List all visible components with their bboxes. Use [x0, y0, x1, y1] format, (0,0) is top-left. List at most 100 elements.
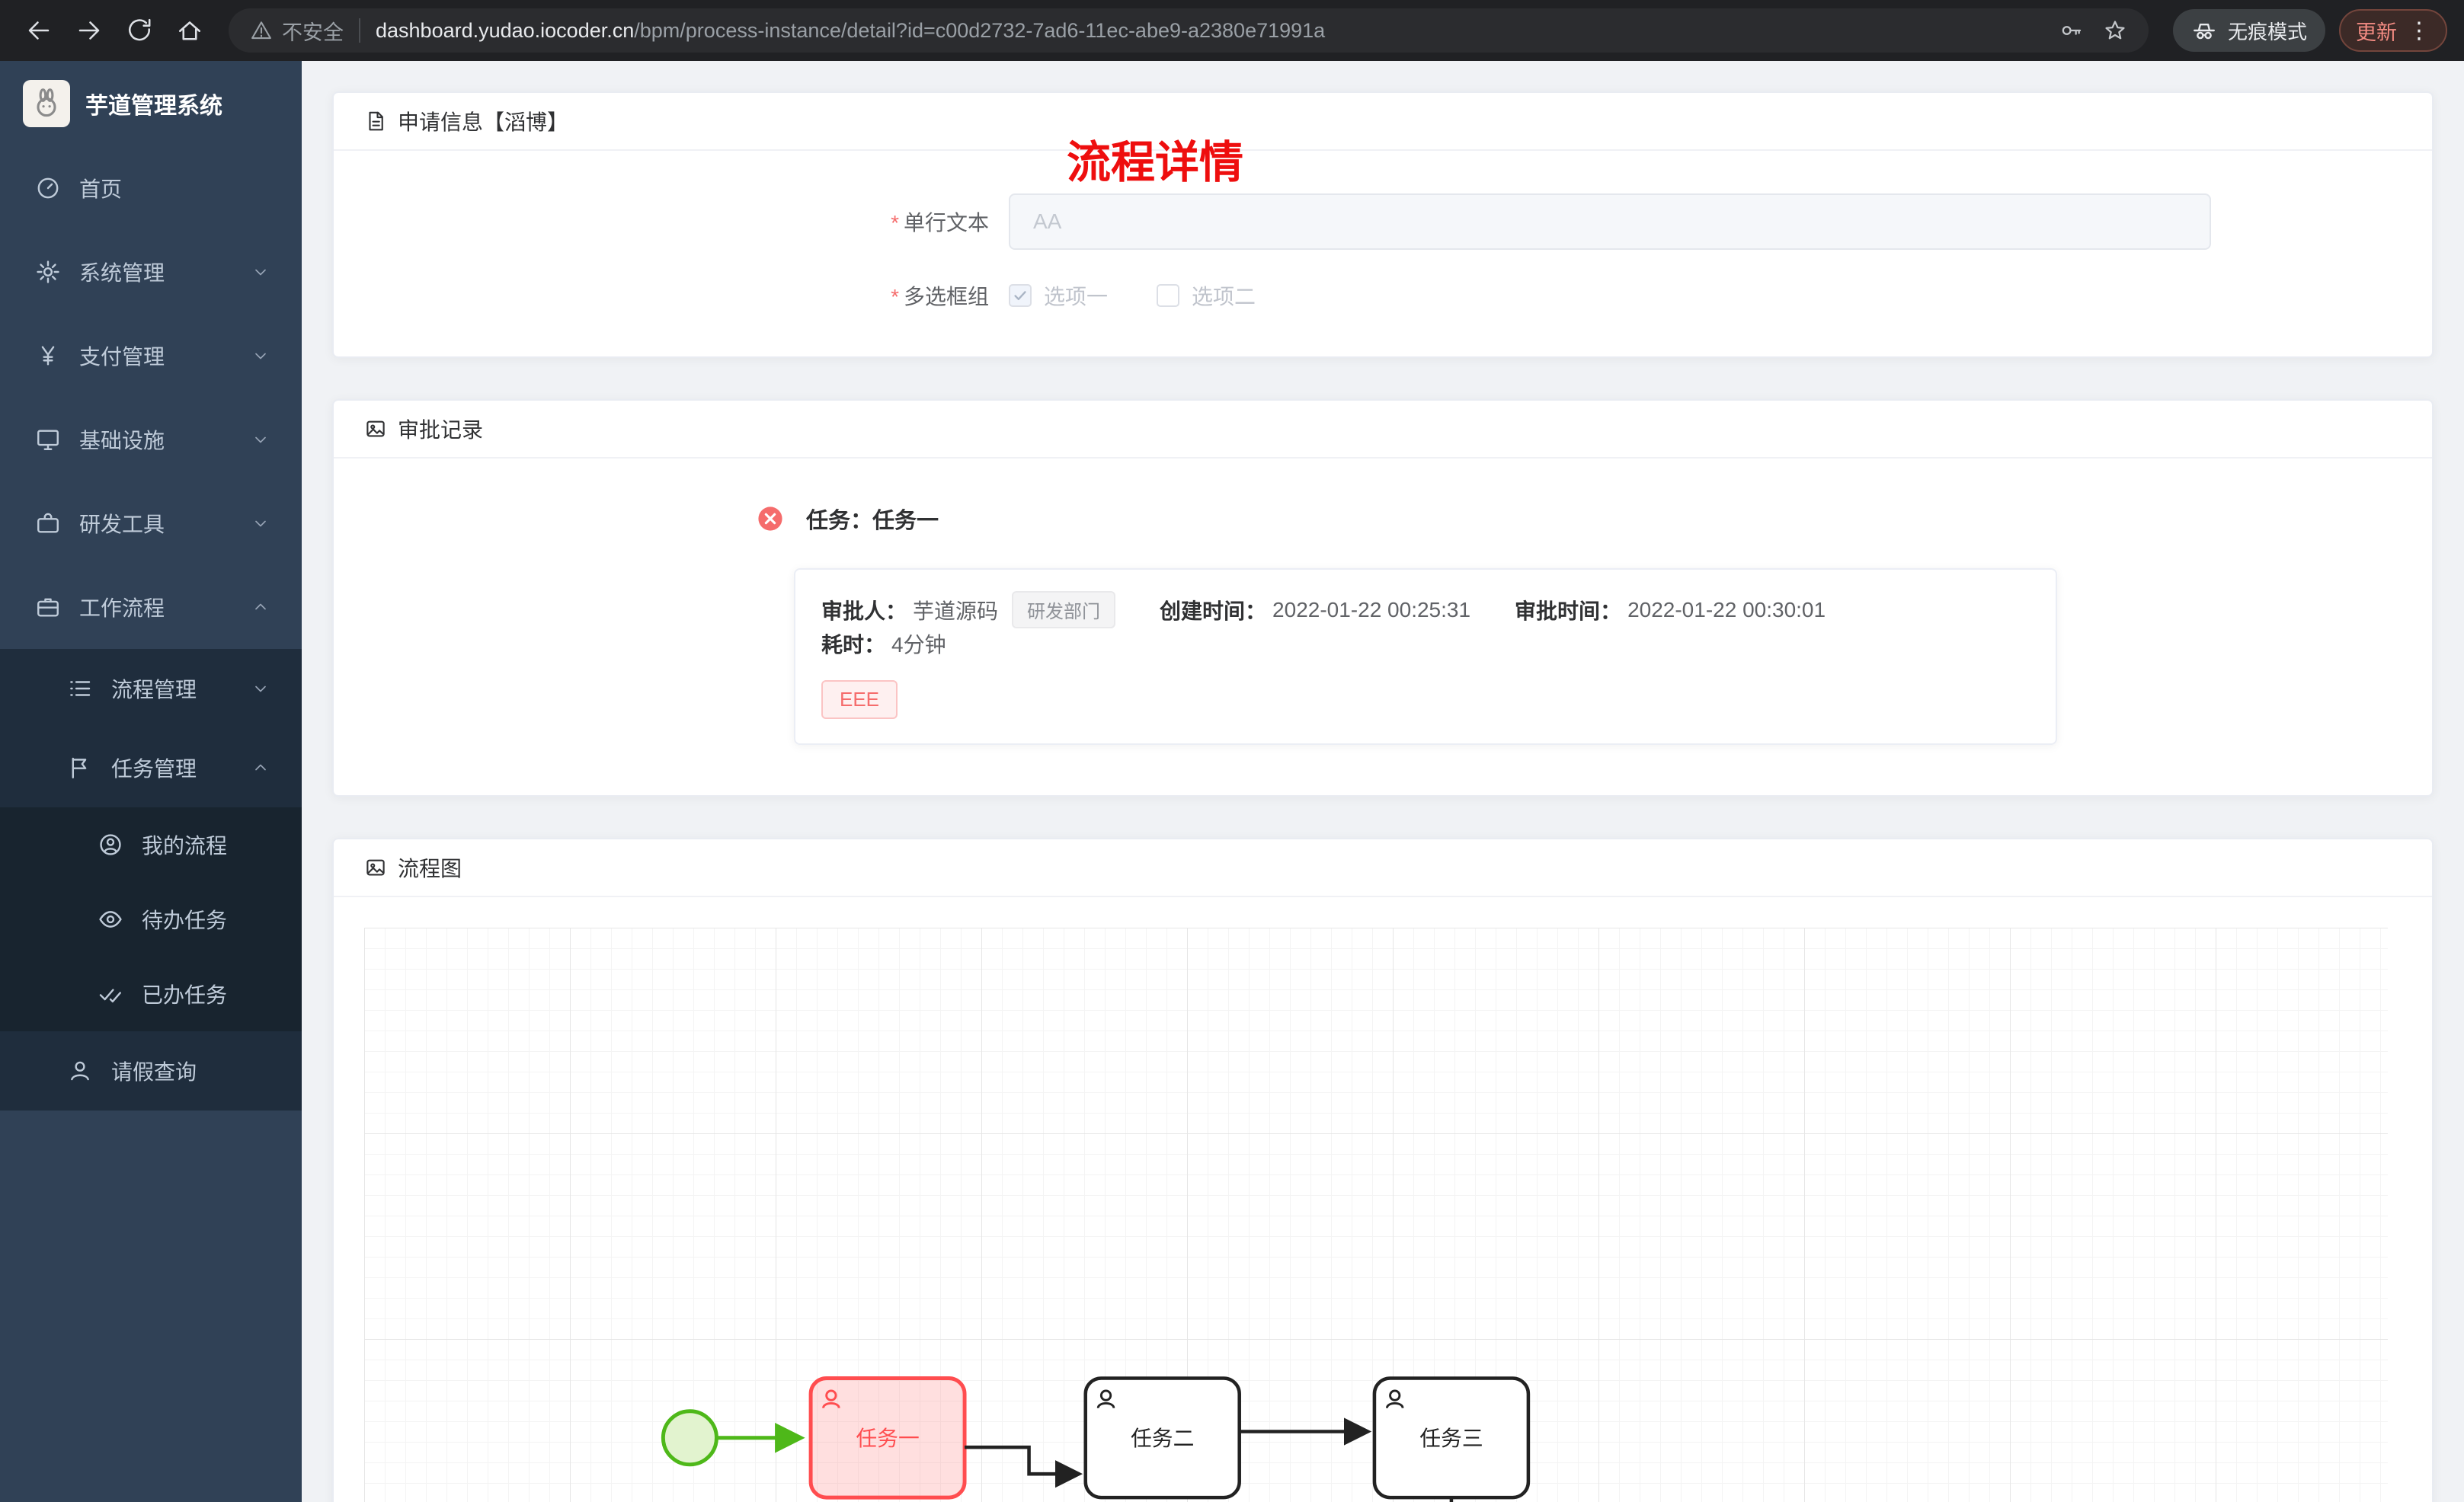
created-label: 创建时间： [1160, 599, 1267, 623]
password-key-icon[interactable] [2059, 18, 2083, 43]
single-line-text-input[interactable] [1009, 193, 2211, 250]
sidebar-item-system[interactable]: 系统管理 [0, 230, 302, 314]
checkbox-option-2[interactable]: 选项二 [1157, 280, 1256, 311]
incognito-label: 无痕模式 [2227, 20, 2307, 43]
bpmn-task-1[interactable]: 任务一 [808, 1376, 967, 1500]
sidebar-item-label: 任务管理 [111, 757, 197, 781]
approved-label: 审批时间： [1515, 599, 1622, 623]
chevron-up-icon [251, 598, 270, 616]
bpmn-canvas[interactable]: 任务一 任务二 [364, 928, 2388, 1502]
sidebar-item-devtools[interactable]: 研发工具 [0, 481, 302, 565]
sidebar-item-task-management[interactable]: 任务管理 [0, 728, 302, 807]
eye-icon [98, 906, 123, 932]
update-label: 更新 [2356, 21, 2397, 44]
process-diagram-card: 流程图 [332, 838, 2434, 1502]
browser-update-button[interactable]: 更新 ⋮ [2339, 9, 2447, 52]
sidebar-item-payment[interactable]: 支付管理 [0, 314, 302, 398]
apply-info-card: 申请信息【滔博】 *单行文本 *多选框组 [332, 91, 2434, 358]
sidebar-item-home[interactable]: 首页 [0, 146, 302, 230]
chevron-down-icon [251, 430, 270, 449]
checkbox-checked-icon [1009, 284, 1032, 307]
rejected-status-icon [758, 507, 782, 531]
security-chip[interactable]: 不安全 [250, 16, 344, 46]
approval-meta-line: 审批人： 芋道源码 研发部门 创建时间： 2022-01-22 00:25:31… [821, 591, 2030, 659]
required-asterisk: * [891, 211, 899, 235]
omnibox-divider [359, 18, 360, 43]
chevron-down-icon [251, 347, 270, 365]
home-button[interactable] [168, 8, 212, 53]
gear-icon [35, 259, 61, 285]
warning-icon [250, 19, 273, 42]
user-icon [67, 1058, 93, 1084]
url-domain: dashboard.yudao.iocoder.cn [376, 18, 635, 42]
checkbox-option-1[interactable]: 选项一 [1009, 280, 1108, 311]
checkbox-unchecked-icon [1157, 284, 1180, 307]
apply-info-card-title: 申请信息【滔博】 [398, 110, 569, 134]
browser-menu-dots-icon[interactable]: ⋮ [2408, 18, 2430, 43]
task-title: 任务：任务一 [806, 509, 939, 533]
approval-detail-box: 审批人： 芋道源码 研发部门 创建时间： 2022-01-22 00:25:31… [794, 568, 2057, 745]
workflow-submenu: 流程管理 任务管理 我的流程 待办任务 [0, 649, 302, 1111]
approval-record-card-title: 审批记录 [398, 418, 484, 442]
sidebar-item-leave-query[interactable]: 请假查询 [0, 1031, 302, 1111]
sidebar-item-todo-tasks[interactable]: 待办任务 [0, 882, 302, 957]
approver-group: 审批人： 芋道源码 研发部门 [821, 591, 1116, 628]
url-path: /bpm/process-instance/detail?id=c00d2732… [634, 18, 1326, 42]
bookmark-star-icon[interactable] [2103, 18, 2127, 43]
bpmn-task-2-label: 任务二 [1131, 1427, 1194, 1450]
user-circle-icon [98, 832, 123, 858]
approval-comment-tag: EEE [821, 680, 898, 719]
main-content: 流程详情 申请信息【滔博】 *单行文本 *多选框 [302, 61, 2464, 1502]
address-bar[interactable]: 不安全 dashboard.yudao.iocoder.cn/bpm/proce… [229, 8, 2149, 53]
sidebar-item-my-processes[interactable]: 我的流程 [0, 807, 302, 882]
process-diagram-card-title: 流程图 [398, 857, 462, 880]
incognito-spy-icon [2191, 18, 2217, 43]
checkbox-label: 选项一 [1044, 285, 1109, 308]
sidebar-item-infrastructure[interactable]: 基础设施 [0, 398, 302, 481]
bpmn-start-event[interactable] [661, 1409, 718, 1467]
chevron-up-icon [251, 759, 270, 777]
duration-value: 4分钟 [891, 633, 946, 657]
approved-time-group: 审批时间： 2022-01-22 00:30:01 [1515, 595, 1826, 625]
sidebar-item-done-tasks[interactable]: 已办任务 [0, 957, 302, 1031]
back-button[interactable] [17, 8, 61, 53]
forward-button[interactable] [67, 8, 111, 53]
approval-timeline: 任务：任务一 审批人： 芋道源码 研发部门 创建时间： 2022-01-22 0 [334, 459, 2432, 795]
sidebar-item-workflow[interactable]: 工作流程 [0, 565, 302, 649]
sidebar-item-process-management[interactable]: 流程管理 [0, 649, 302, 728]
list-icon [67, 676, 93, 701]
sidebar-item-label: 请假查询 [111, 1060, 197, 1084]
document-icon [364, 110, 387, 133]
bpmn-task-2[interactable]: 任务二 [1083, 1376, 1241, 1500]
chevron-down-icon [251, 263, 270, 281]
timeline-task-row: 任务：任务一 [757, 503, 2432, 535]
record-icon [364, 417, 387, 440]
approval-record-card-header: 审批记录 [334, 401, 2432, 459]
form-row-text: *单行文本 [334, 193, 2432, 250]
checkbox-group-label: *多选框组 [891, 285, 989, 308]
approved-time: 2022-01-22 00:30:01 [1627, 597, 1826, 622]
form-row-checkbox-group: *多选框组 选项一 选项二 [334, 280, 2432, 311]
duration-label: 耗时： [821, 633, 886, 657]
sidebar-item-label: 工作流程 [79, 596, 165, 620]
process-diagram-card-header: 流程图 [334, 839, 2432, 897]
sidebar-item-label: 待办任务 [142, 909, 228, 932]
approver-name: 芋道源码 [913, 599, 999, 623]
sidebar-item-label: 支付管理 [79, 345, 165, 369]
bpmn-diagram: 任务一 任务二 [661, 1376, 1531, 1502]
sidebar-item-label: 基础设施 [79, 429, 165, 452]
bpmn-flow-task1-to-task2 [965, 1445, 1083, 1488]
app-title: 芋道管理系统 [85, 94, 222, 119]
department-tag: 研发部门 [1012, 591, 1116, 628]
browser-chrome: 不安全 dashboard.yudao.iocoder.cn/bpm/proce… [0, 0, 2464, 61]
monitor-icon [35, 427, 61, 452]
diagram-body: 任务一 任务二 [334, 897, 2432, 1502]
page-title: 流程详情 [1066, 138, 1244, 187]
diagram-icon [364, 856, 387, 879]
bpmn-task-3[interactable]: 任务三 [1372, 1376, 1531, 1500]
bpmn-task-3-label: 任务三 [1419, 1427, 1483, 1450]
refresh-button[interactable] [117, 8, 162, 53]
required-asterisk: * [891, 285, 899, 308]
dashboard-icon [35, 175, 61, 201]
